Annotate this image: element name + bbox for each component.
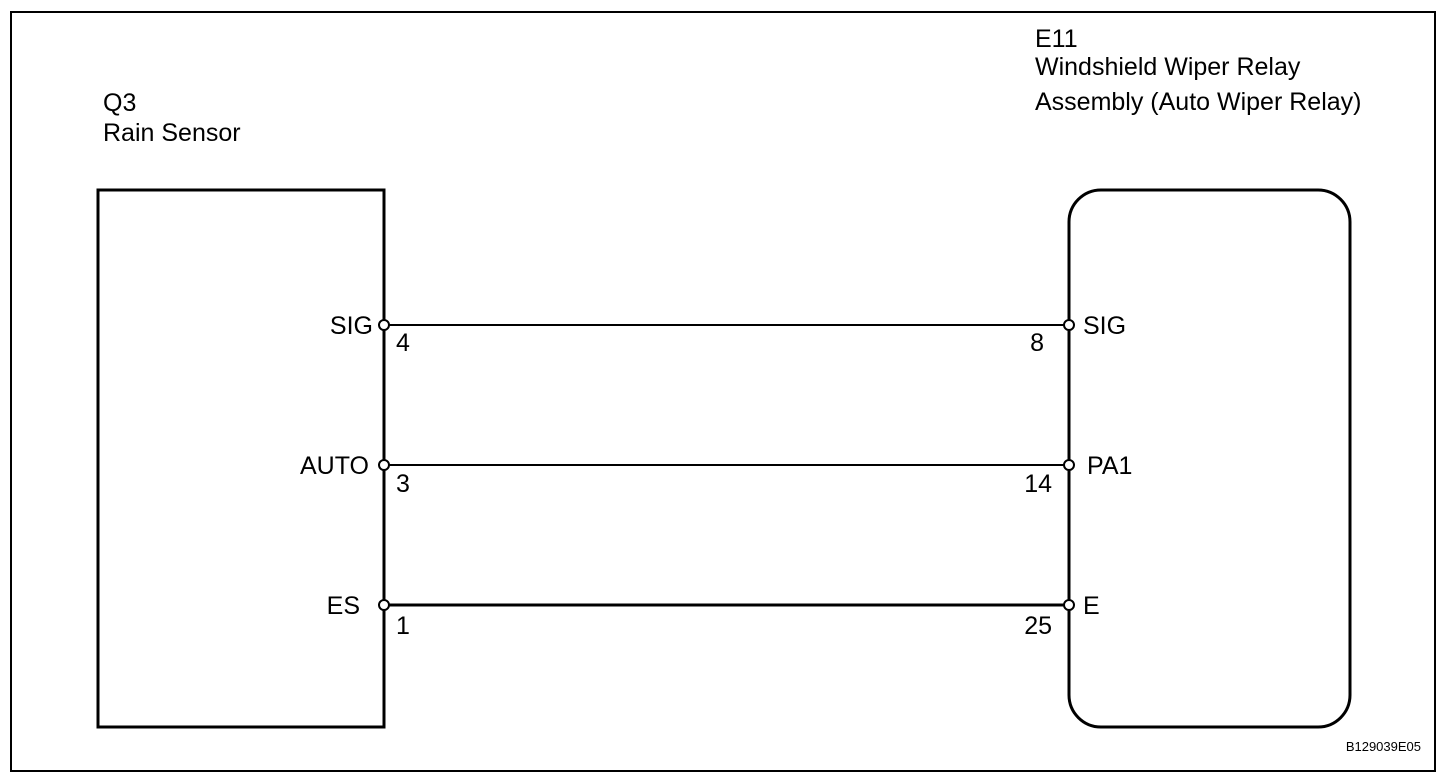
left-terminal [378, 599, 390, 611]
right-signal-label: PA1 [1087, 452, 1132, 480]
left-terminal [378, 459, 390, 471]
wire-auto: AUTO 3 14 PA1 [300, 452, 1132, 498]
left-terminal [378, 319, 390, 331]
left-pin-label: 4 [396, 329, 410, 357]
rain-sensor-code: Q3 [103, 89, 136, 117]
wire-es: ES 1 25 E [327, 592, 1100, 640]
rain-sensor-box [96, 188, 386, 729]
wire-sig: SIG 4 8 SIG [330, 312, 1126, 357]
left-signal-label: AUTO [300, 452, 369, 480]
diagram-frame [10, 11, 1436, 772]
rain-sensor-name: Rain Sensor [103, 119, 241, 147]
wiper-relay-box [1067, 188, 1352, 729]
wiper-relay-code: E11 [1035, 25, 1078, 53]
rain-sensor-component: Q3 Rain Sensor [96, 89, 386, 729]
right-pin-label: 25 [1024, 612, 1052, 640]
right-terminal [1063, 599, 1075, 611]
right-terminal [1063, 319, 1075, 331]
wiper-relay-name-line1: Windshield Wiper Relay [1035, 53, 1301, 81]
left-signal-label: SIG [330, 312, 373, 340]
wiper-relay-name-line2: Assembly (Auto Wiper Relay) [1035, 88, 1361, 116]
right-pin-label: 8 [1030, 329, 1044, 357]
figure-code: B129039E05 [1346, 739, 1421, 754]
right-terminal [1063, 459, 1075, 471]
wiper-relay-component: E11 Windshield Wiper Relay Assembly (Aut… [1035, 25, 1361, 729]
right-signal-label: E [1083, 592, 1100, 620]
left-pin-label: 3 [396, 470, 410, 498]
left-signal-label: ES [327, 592, 360, 620]
right-pin-label: 14 [1024, 470, 1052, 498]
right-signal-label: SIG [1083, 312, 1126, 340]
left-pin-label: 1 [396, 612, 410, 640]
